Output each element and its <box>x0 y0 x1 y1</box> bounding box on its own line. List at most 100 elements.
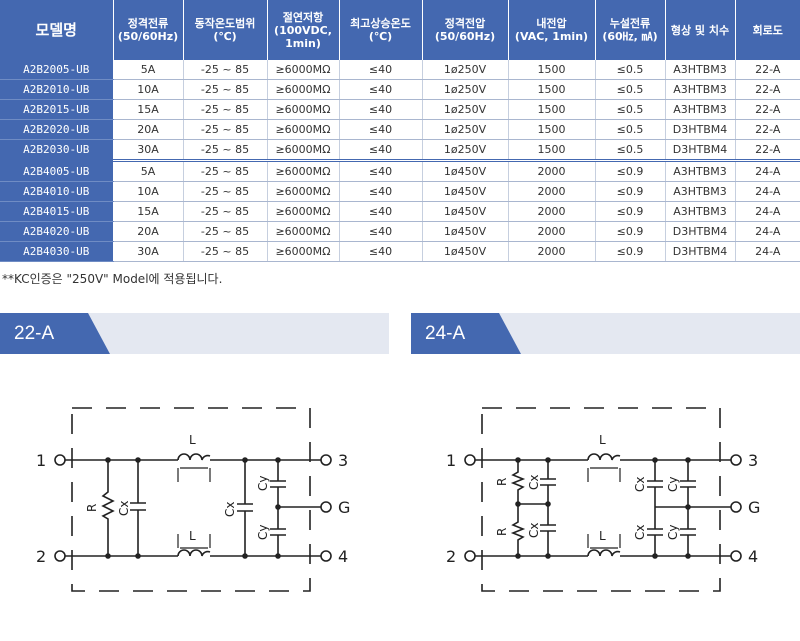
table-cell: ≥6000MΩ <box>267 221 340 242</box>
table-cell: 1ø450V <box>422 159 509 182</box>
column-header: 동작온도범위(℃) <box>183 0 268 60</box>
model-cell: A2B4015-UB <box>0 201 114 222</box>
table-cell: A3HTBM3 <box>665 79 736 100</box>
column-header: 형상 및 치수 <box>665 0 736 60</box>
section-title-22a: 22-A <box>0 313 110 354</box>
table-cell: -25 ~ 85 <box>183 79 268 100</box>
table-cell: A3HTBM3 <box>665 60 736 80</box>
table-cell: 1ø450V <box>422 181 509 202</box>
table-cell: 1ø450V <box>422 221 509 242</box>
model-cell: A2B2030-UB <box>0 139 114 161</box>
table-cell: D3HTBM4 <box>665 119 736 140</box>
table-cell: 20A <box>113 119 184 140</box>
terminal-4-label: 4 <box>748 547 758 566</box>
circuit-diagram-24a: 1 2 3 G 4 L L R R Cx Cx Cx Cx Cy Cy <box>446 407 760 592</box>
model-cell: A2B2020-UB <box>0 119 114 140</box>
resistor-label: R <box>85 504 99 512</box>
cx-right-label: Cx <box>223 502 237 517</box>
table-cell: ≤0.5 <box>595 99 666 120</box>
terminal-2-label: 2 <box>36 547 46 566</box>
table-cell: 5A <box>113 60 184 80</box>
inductor-bottom-label: L <box>599 529 606 543</box>
table-cell: 10A <box>113 181 184 202</box>
inductor-top-label: L <box>189 433 196 447</box>
table-cell: D3HTBM4 <box>665 221 736 242</box>
inductor-top <box>177 453 211 461</box>
table-cell: 1500 <box>508 139 596 161</box>
cx-left-bottom-label: Cx <box>527 523 541 538</box>
capacitor-cx-right-bottom <box>647 507 663 556</box>
table-cell: ≥6000MΩ <box>267 99 340 120</box>
table-cell: ≥6000MΩ <box>267 60 340 80</box>
capacitor-cy-top <box>270 460 286 507</box>
table-cell: ≤40 <box>339 159 423 182</box>
table-cell: ≥6000MΩ <box>267 181 340 202</box>
capacitor-cy-top <box>680 460 696 507</box>
capacitor-cx-right <box>237 460 253 556</box>
table-cell: 22-A <box>735 99 800 120</box>
terminal-g-label: G <box>338 498 350 517</box>
table-cell: 1ø250V <box>422 99 509 120</box>
table-cell: 2000 <box>508 201 596 222</box>
table-cell: 10A <box>113 79 184 100</box>
table-cell: 1500 <box>508 79 596 100</box>
resistor-bottom-label: R <box>495 528 509 536</box>
model-cell: A2B4030-UB <box>0 241 114 262</box>
terminal-4-circle <box>320 550 332 562</box>
resistor-top-label: R <box>495 478 509 486</box>
table-cell: A3HTBM3 <box>665 159 736 182</box>
table-cell: -25 ~ 85 <box>183 241 268 262</box>
table-cell: 22-A <box>735 119 800 140</box>
table-cell: ≥6000MΩ <box>267 79 340 100</box>
table-cell: -25 ~ 85 <box>183 139 268 161</box>
table-cell: ≤0.5 <box>595 60 666 80</box>
resistor-top <box>510 460 526 504</box>
terminal-1-label: 1 <box>446 451 456 470</box>
inductor-top-label: L <box>599 433 606 447</box>
column-header: 정격전류(50/60Hz) <box>113 0 184 60</box>
terminal-1-circle <box>54 454 66 466</box>
table-cell: 1ø250V <box>422 139 509 161</box>
table-cell: 20A <box>113 221 184 242</box>
table-cell: ≤40 <box>339 139 423 161</box>
column-header: 최고상승온도(℃) <box>339 0 423 60</box>
terminal-1-label: 1 <box>36 451 46 470</box>
terminal-g-circle <box>320 501 332 513</box>
table-cell: 30A <box>113 241 184 262</box>
table-cell: 1500 <box>508 99 596 120</box>
cx-left-label: Cx <box>117 501 131 516</box>
cy-top-label: Cy <box>666 477 680 492</box>
table-cell: 15A <box>113 201 184 222</box>
cx-left-top-label: Cx <box>527 475 541 490</box>
table-cell: -25 ~ 85 <box>183 181 268 202</box>
table-cell: ≤40 <box>339 241 423 262</box>
capacitor-cx-left-top <box>540 460 556 504</box>
cy-top-label: Cy <box>256 476 270 491</box>
cy-bottom-label: Cy <box>666 525 680 540</box>
section-title-24a: 24-A <box>411 313 521 354</box>
table-cell: ≤40 <box>339 119 423 140</box>
terminal-2-label: 2 <box>446 547 456 566</box>
table-cell: ≤40 <box>339 79 423 100</box>
table-cell: 1500 <box>508 119 596 140</box>
table-cell: 22-A <box>735 139 800 161</box>
capacitor-cx-left-bottom <box>540 504 556 556</box>
circuit-diagram-22a: 1 2 3 G 4 L L R Cx Cx Cy Cy <box>36 407 350 592</box>
terminal-g-label: G <box>748 498 760 517</box>
table-cell: D3HTBM4 <box>665 241 736 262</box>
table-cell: ≥6000MΩ <box>267 241 340 262</box>
resistor-bottom <box>510 504 526 556</box>
table-cell: 22-A <box>735 79 800 100</box>
table-cell: ≤0.9 <box>595 201 666 222</box>
cx-right-bottom-label: Cx <box>633 525 647 540</box>
kc-certification-note: **KC인증은 "250V" Model에 적용됩니다. <box>2 272 223 286</box>
enclosure-frame <box>71 407 311 592</box>
table-cell: 30A <box>113 139 184 161</box>
terminal-4-circle <box>730 550 742 562</box>
